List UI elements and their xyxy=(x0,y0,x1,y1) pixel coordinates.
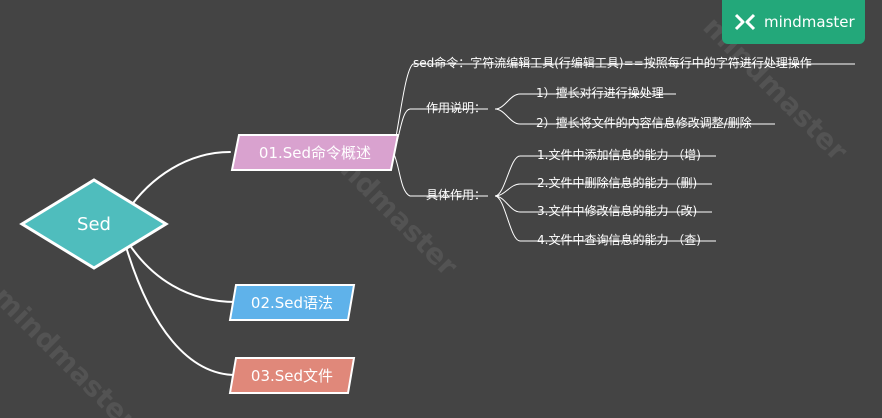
usage-to-item1-line xyxy=(494,93,676,110)
mindmaster-brand-badge: mindmaster xyxy=(722,0,865,44)
topic-usage-label[interactable]: 作用说明： xyxy=(426,101,487,115)
function-item[interactable]: 3.文件中修改信息的能力（改) xyxy=(537,204,698,218)
functions-to-item3-line xyxy=(494,195,712,213)
topic-functions-label[interactable]: 具体作用： xyxy=(426,188,487,202)
root-to-branch3-line xyxy=(123,239,237,376)
branch2-node-shape xyxy=(228,284,356,321)
branch1-node-shape xyxy=(230,134,400,171)
topic-definition[interactable]: sed命令：字符流编辑工具(行编辑工具)==按照每行中的字符进行处理操作 xyxy=(413,56,812,70)
functions-to-item1-line xyxy=(494,155,716,197)
branch1-to-functions-line xyxy=(392,151,488,197)
branch-file-label[interactable]: 03.Sed文件 xyxy=(250,367,334,385)
branch-overview-label[interactable]: 01.Sed命令概述 xyxy=(258,144,372,162)
mindmaster-logo-icon xyxy=(734,13,756,31)
root-node-shape xyxy=(19,178,169,270)
usage-item[interactable]: 1）擅长对行进行操处理 xyxy=(536,86,664,100)
function-item[interactable]: 1.文件中添加信息的能力 （增) xyxy=(537,148,701,162)
branch-syntax-label[interactable]: 02.Sed语法 xyxy=(250,294,334,312)
functions-to-item2-line xyxy=(494,183,712,197)
brand-label: mindmaster xyxy=(764,13,855,31)
usage-item[interactable]: 2）擅长将文件的内容信息修改调整/删除 xyxy=(536,116,752,130)
branch3-node-shape xyxy=(228,357,356,394)
root-node-label[interactable]: Sed xyxy=(77,213,111,235)
function-item[interactable]: 4.文件中查询信息的能力 （查) xyxy=(537,233,701,247)
function-item[interactable]: 2.文件中删除信息的能力（删) xyxy=(537,176,698,190)
root-to-branch2-line xyxy=(123,235,237,303)
usage-to-item2-line xyxy=(494,108,775,125)
functions-to-item4-line xyxy=(494,195,716,242)
